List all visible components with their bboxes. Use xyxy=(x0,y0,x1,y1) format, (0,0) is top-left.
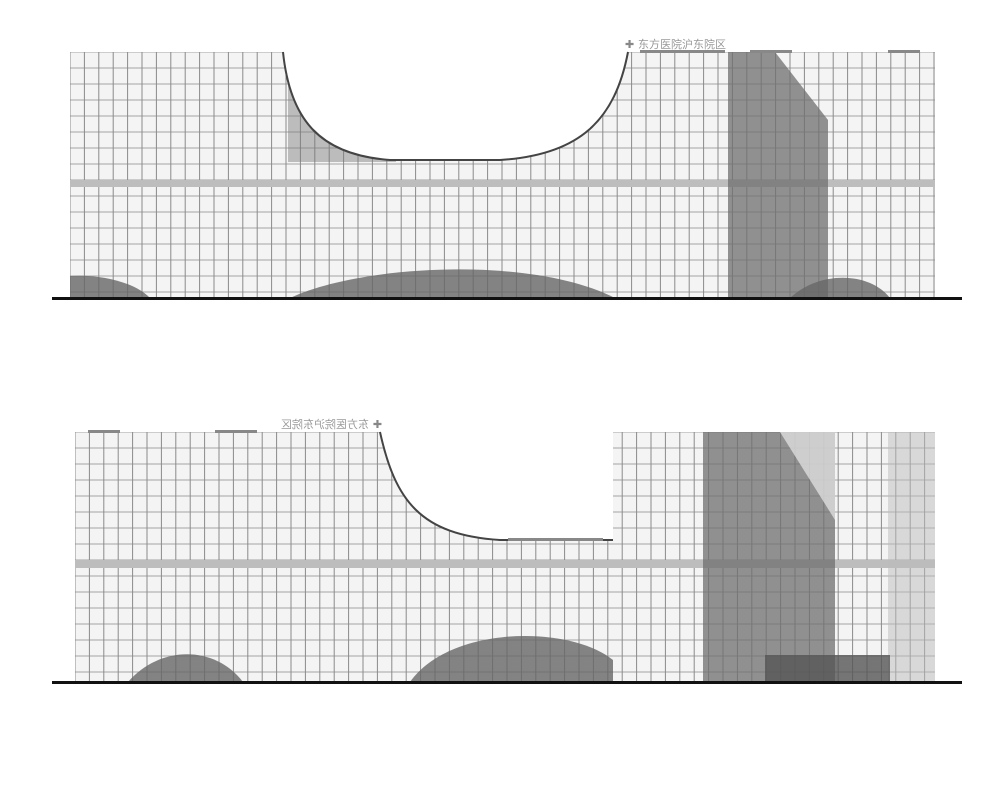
elevation-top: ✚ 东方医院沪东院区 xyxy=(52,37,962,300)
entrance-canopy xyxy=(765,655,890,682)
roof-curve xyxy=(282,51,629,161)
entrance-arch xyxy=(290,269,615,298)
floor-band xyxy=(75,560,935,568)
tower-light-wedge xyxy=(780,432,835,520)
roof-parapet xyxy=(640,50,725,53)
roof-parapet xyxy=(750,50,792,53)
hospital-sign: ✚ 东方医院沪东院区 xyxy=(281,417,382,431)
atrium-glass xyxy=(288,52,396,162)
entrance-arch xyxy=(70,275,150,298)
roof-parapet xyxy=(508,538,603,541)
roof-parapet xyxy=(888,50,920,53)
dark-tower xyxy=(728,52,828,298)
hospital-sign: ✚ 东方医院沪东院区 xyxy=(625,37,726,51)
roof-curve xyxy=(379,431,613,541)
entrance-arch xyxy=(410,636,613,682)
ground-line xyxy=(52,297,962,300)
dark-tower xyxy=(703,432,835,682)
entrance-arch xyxy=(128,654,243,682)
entrance-arch xyxy=(790,277,890,298)
floor-band xyxy=(70,180,935,187)
roof-parapet xyxy=(88,430,120,433)
side-core xyxy=(888,432,935,682)
elevation-bottom: ✚ 东方医院沪东院区 xyxy=(52,417,962,684)
ground-line xyxy=(52,681,962,684)
roof-parapet xyxy=(215,430,257,433)
